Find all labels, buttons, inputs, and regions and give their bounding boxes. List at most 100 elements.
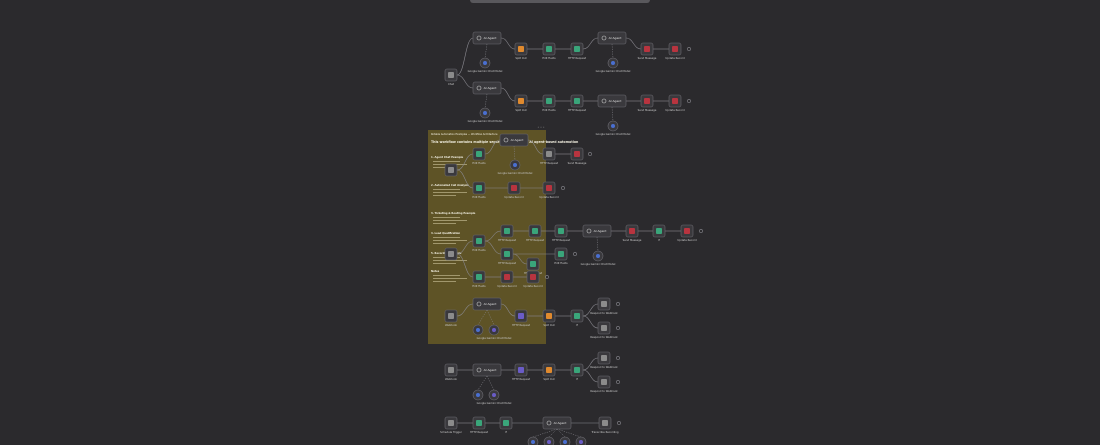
http-node-11[interactable]: HTTP Request	[470, 416, 488, 434]
http-node-3[interactable]: HTTP Request	[540, 147, 558, 165]
schedule-node[interactable]: Schedule Trigger	[440, 416, 463, 434]
model-icon	[513, 163, 517, 167]
respond-node-1[interactable]: Respond to Webhook	[590, 297, 618, 315]
gemini-model-node-5[interactable]: Google Gemini Chat Model	[498, 159, 533, 175]
update-node-2[interactable]: Update Record	[665, 94, 685, 112]
chat-trigger-node[interactable]: Chat	[444, 68, 458, 86]
http-node-7[interactable]: HTTP Request	[498, 247, 516, 265]
split-node-2[interactable]: Split Out	[514, 94, 528, 112]
send-node-2[interactable]: Send Message	[638, 94, 657, 112]
split-node-4[interactable]: Split Out	[542, 363, 556, 381]
output-handle[interactable]	[588, 152, 592, 156]
tool-subnode-1[interactable]	[527, 436, 539, 445]
output-handle[interactable]	[617, 421, 621, 425]
split-node-1[interactable]: Split Out	[514, 42, 528, 60]
node-icon	[656, 228, 662, 234]
agent-body[interactable]	[542, 416, 572, 430]
gemini-model-node-1[interactable]: Google Gemini Chat Model	[468, 57, 503, 73]
respond-node-3[interactable]: Respond to Webhook	[590, 351, 618, 369]
agent-node-6[interactable]: AI Agent	[582, 224, 612, 238]
if-node-3[interactable]: If	[570, 363, 584, 381]
update-node-5[interactable]: Update Record	[677, 224, 697, 242]
set-node-4[interactable]: Edit Fields	[472, 181, 486, 199]
output-handle[interactable]	[699, 229, 703, 233]
agent-body[interactable]	[472, 297, 502, 311]
http-node-1[interactable]: HTTP Request	[568, 42, 586, 60]
update-node-4[interactable]: Update Record	[539, 181, 559, 199]
http-node-10[interactable]: HTTP Request	[512, 363, 530, 381]
send-node-1[interactable]: Send Message	[638, 42, 657, 60]
update-node-1[interactable]: Update Record	[665, 42, 685, 60]
set-node-2[interactable]: Edit Fields	[542, 94, 556, 112]
webhook-node-2[interactable]	[444, 247, 458, 261]
purple-model-node-2[interactable]: Google Gemini Chat Model	[477, 389, 512, 405]
output-handle[interactable]	[687, 99, 691, 103]
agent-node-8[interactable]: AI Agent	[472, 363, 502, 377]
gemini-model-node-6[interactable]: Google Gemini Chat Model	[581, 250, 616, 266]
if-node-2[interactable]: If	[570, 309, 584, 327]
if-node-4[interactable]: If	[499, 416, 513, 434]
output-handle[interactable]	[573, 252, 577, 256]
update-node-7[interactable]: Update Record	[523, 270, 543, 288]
set-node-7[interactable]: Edit Fields	[472, 270, 486, 288]
model-icon	[476, 393, 480, 397]
gemini-model-node-7[interactable]	[472, 324, 484, 336]
http-node-2[interactable]: HTTP Request	[568, 94, 586, 112]
send-node-3[interactable]: Send Message	[568, 147, 587, 165]
respond-node-2[interactable]: Respond to Webhook	[590, 321, 618, 339]
tool-subnode-3[interactable]	[559, 436, 571, 445]
gemini-model-node-8[interactable]	[472, 389, 484, 401]
node-label: Edit Fields	[542, 56, 556, 60]
agent-body[interactable]	[472, 31, 502, 45]
agent-body[interactable]	[582, 224, 612, 238]
agent-body[interactable]	[472, 363, 502, 377]
if-node-1[interactable]: If	[652, 224, 666, 242]
agent-node-1[interactable]: AI Agent	[472, 31, 502, 45]
set-node-1[interactable]: Edit Fields	[542, 42, 556, 60]
http-node-4[interactable]: HTTP Request	[498, 224, 516, 242]
tool-subnode-4[interactable]	[575, 436, 587, 445]
gemini-model-node-4[interactable]: Google Gemini Chat Model	[596, 120, 631, 136]
output-handle[interactable]	[616, 380, 620, 384]
agent-node-9[interactable]: AI Agent	[542, 416, 572, 430]
agent-node-7[interactable]: AI Agent	[472, 297, 502, 311]
agent-node-5[interactable]: AI Agent	[499, 133, 529, 147]
agent-body[interactable]	[472, 81, 502, 95]
output-handle[interactable]	[616, 326, 620, 330]
http-node-9[interactable]: HTTP Request	[512, 309, 530, 327]
set-node-6[interactable]: Edit Fields	[554, 247, 568, 265]
top-toolbar[interactable]	[470, 0, 650, 3]
respond-node-4[interactable]: Respond to Webhook	[590, 375, 618, 393]
agent-body[interactable]	[499, 133, 529, 147]
gemini-model-node-2[interactable]: Google Gemini Chat Model	[596, 57, 631, 73]
agent-body[interactable]	[597, 31, 627, 45]
ellipsis-menu[interactable]: • • •	[537, 125, 544, 129]
output-handle[interactable]	[687, 47, 691, 51]
output-handle[interactable]	[616, 356, 620, 360]
gemini-model-node-3[interactable]: Google Gemini Chat Model	[468, 107, 503, 123]
agent-label: AI Agent	[554, 421, 568, 425]
node-label: Update Record	[523, 284, 543, 288]
webhook-node-4[interactable]: Webhook	[444, 363, 457, 381]
agent-node-2[interactable]: AI Agent	[597, 31, 627, 45]
output-handle[interactable]	[616, 302, 620, 306]
agent-node-3[interactable]: AI Agent	[472, 81, 502, 95]
output-handle[interactable]	[545, 275, 549, 279]
transcribe-node[interactable]: Transcribe Recording	[591, 416, 619, 434]
set-node-3[interactable]: Edit Fields	[472, 147, 486, 165]
agent-node-4[interactable]: AI Agent	[597, 94, 627, 108]
update-node-6[interactable]: Update Record	[497, 270, 517, 288]
split-node-3[interactable]: Split Out	[542, 309, 556, 327]
tool-subnode-2[interactable]	[543, 436, 555, 445]
webhook-node-1[interactable]	[444, 163, 458, 177]
output-handle[interactable]	[561, 186, 565, 190]
webhook-node-3[interactable]: Webhook	[444, 309, 457, 327]
http-node-5[interactable]: HTTP Request	[526, 224, 544, 242]
purple-model-node-1[interactable]: Google Gemini Chat Model	[477, 324, 512, 340]
set-node-5[interactable]: Edit Fields	[472, 234, 486, 252]
http-node-6[interactable]: HTTP Request	[552, 224, 570, 242]
update-node-3[interactable]: Update Record	[504, 181, 524, 199]
agent-body[interactable]	[597, 94, 627, 108]
send-node-4[interactable]: Send Message	[623, 224, 642, 242]
